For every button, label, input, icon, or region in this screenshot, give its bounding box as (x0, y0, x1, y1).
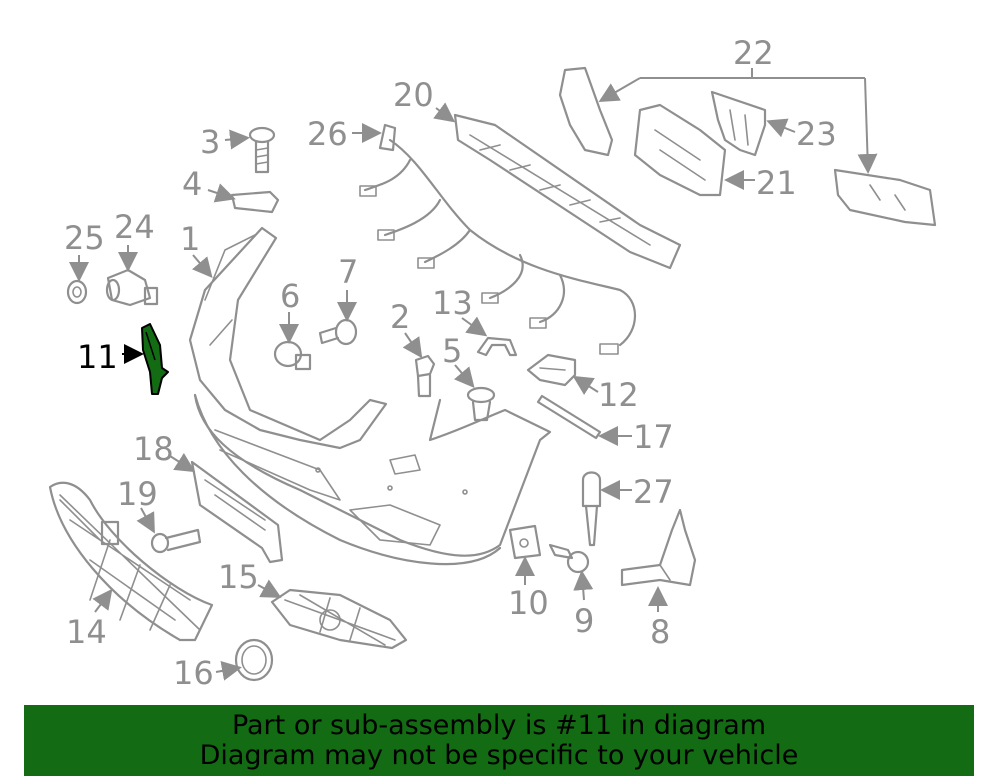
wiring-harness-part-26 (359, 123, 636, 355)
callout-labels: 22 20 23 26 3 21 4 1 25 24 7 6 13 2 11 5… (64, 34, 837, 692)
callout-12: 12 (598, 376, 639, 414)
info-banner: Part or sub-assembly is #11 in diagram D… (24, 705, 974, 776)
callout-3: 3 (200, 123, 220, 161)
callout-8: 8 (650, 613, 670, 651)
callout-6: 6 (280, 277, 300, 315)
tow-hook-cover-part-16 (234, 638, 274, 682)
clip-part-6 (273, 340, 312, 371)
license-bracket-part-18 (190, 460, 284, 564)
bracket-part-11-highlighted[interactable] (141, 323, 169, 395)
screw-part-19 (150, 528, 202, 554)
bracket-part-21 (633, 103, 727, 197)
clip-part-10 (508, 524, 542, 560)
callout-1: 1 (180, 220, 200, 258)
sensor-part-27 (581, 471, 602, 547)
callout-2: 2 (390, 298, 410, 336)
callout-9: 9 (574, 602, 594, 640)
energy-absorber-part-20 (453, 113, 682, 270)
bolt-part-3 (248, 126, 276, 174)
banner-line-2: Diagram may not be specific to your vehi… (199, 739, 799, 771)
push-pin-part-5 (466, 386, 496, 422)
bracket-part-22 (558, 66, 937, 227)
grille-part-14 (48, 481, 214, 642)
callout-14: 14 (66, 613, 107, 651)
callout-17: 17 (633, 418, 674, 456)
callout-7: 7 (338, 253, 358, 291)
callout-19: 19 (117, 475, 158, 513)
callout-25: 25 (64, 219, 105, 257)
callout-4: 4 (182, 165, 202, 203)
bolt-part-9 (548, 543, 590, 574)
bumper-cover-part-1 (188, 226, 552, 566)
callout-24: 24 (114, 208, 155, 246)
callout-11-highlighted: 11 (77, 338, 118, 376)
banner-line-1: Part or sub-assembly is #11 in diagram (231, 709, 767, 741)
clip-part-4 (230, 190, 280, 214)
sensor-part-24 (105, 268, 159, 307)
callout-13: 13 (432, 284, 473, 322)
leader-lines (69, 68, 878, 681)
callout-10: 10 (508, 584, 549, 622)
callout-21: 21 (756, 164, 797, 202)
bracket-part-13 (476, 336, 518, 357)
fog-grille-part-15 (270, 588, 408, 650)
callout-20: 20 (393, 76, 434, 114)
callout-27: 27 (633, 473, 674, 511)
washer-part-25 (66, 279, 88, 305)
bracket-part-23 (710, 90, 767, 157)
screw-part-7 (318, 318, 358, 346)
callout-26: 26 (307, 115, 348, 153)
parts-diagram: 22 20 23 26 3 21 4 1 25 24 7 6 13 2 11 5… (48, 34, 937, 692)
callout-22: 22 (733, 34, 774, 72)
callout-16: 16 (173, 654, 214, 692)
callout-5: 5 (442, 332, 462, 370)
bolt-part-2 (414, 354, 436, 398)
callout-15: 15 (218, 558, 259, 596)
callout-18: 18 (133, 430, 174, 468)
callout-23: 23 (796, 115, 837, 153)
bracket-part-8 (620, 508, 697, 587)
sensor-housing-part-12 (526, 353, 577, 387)
